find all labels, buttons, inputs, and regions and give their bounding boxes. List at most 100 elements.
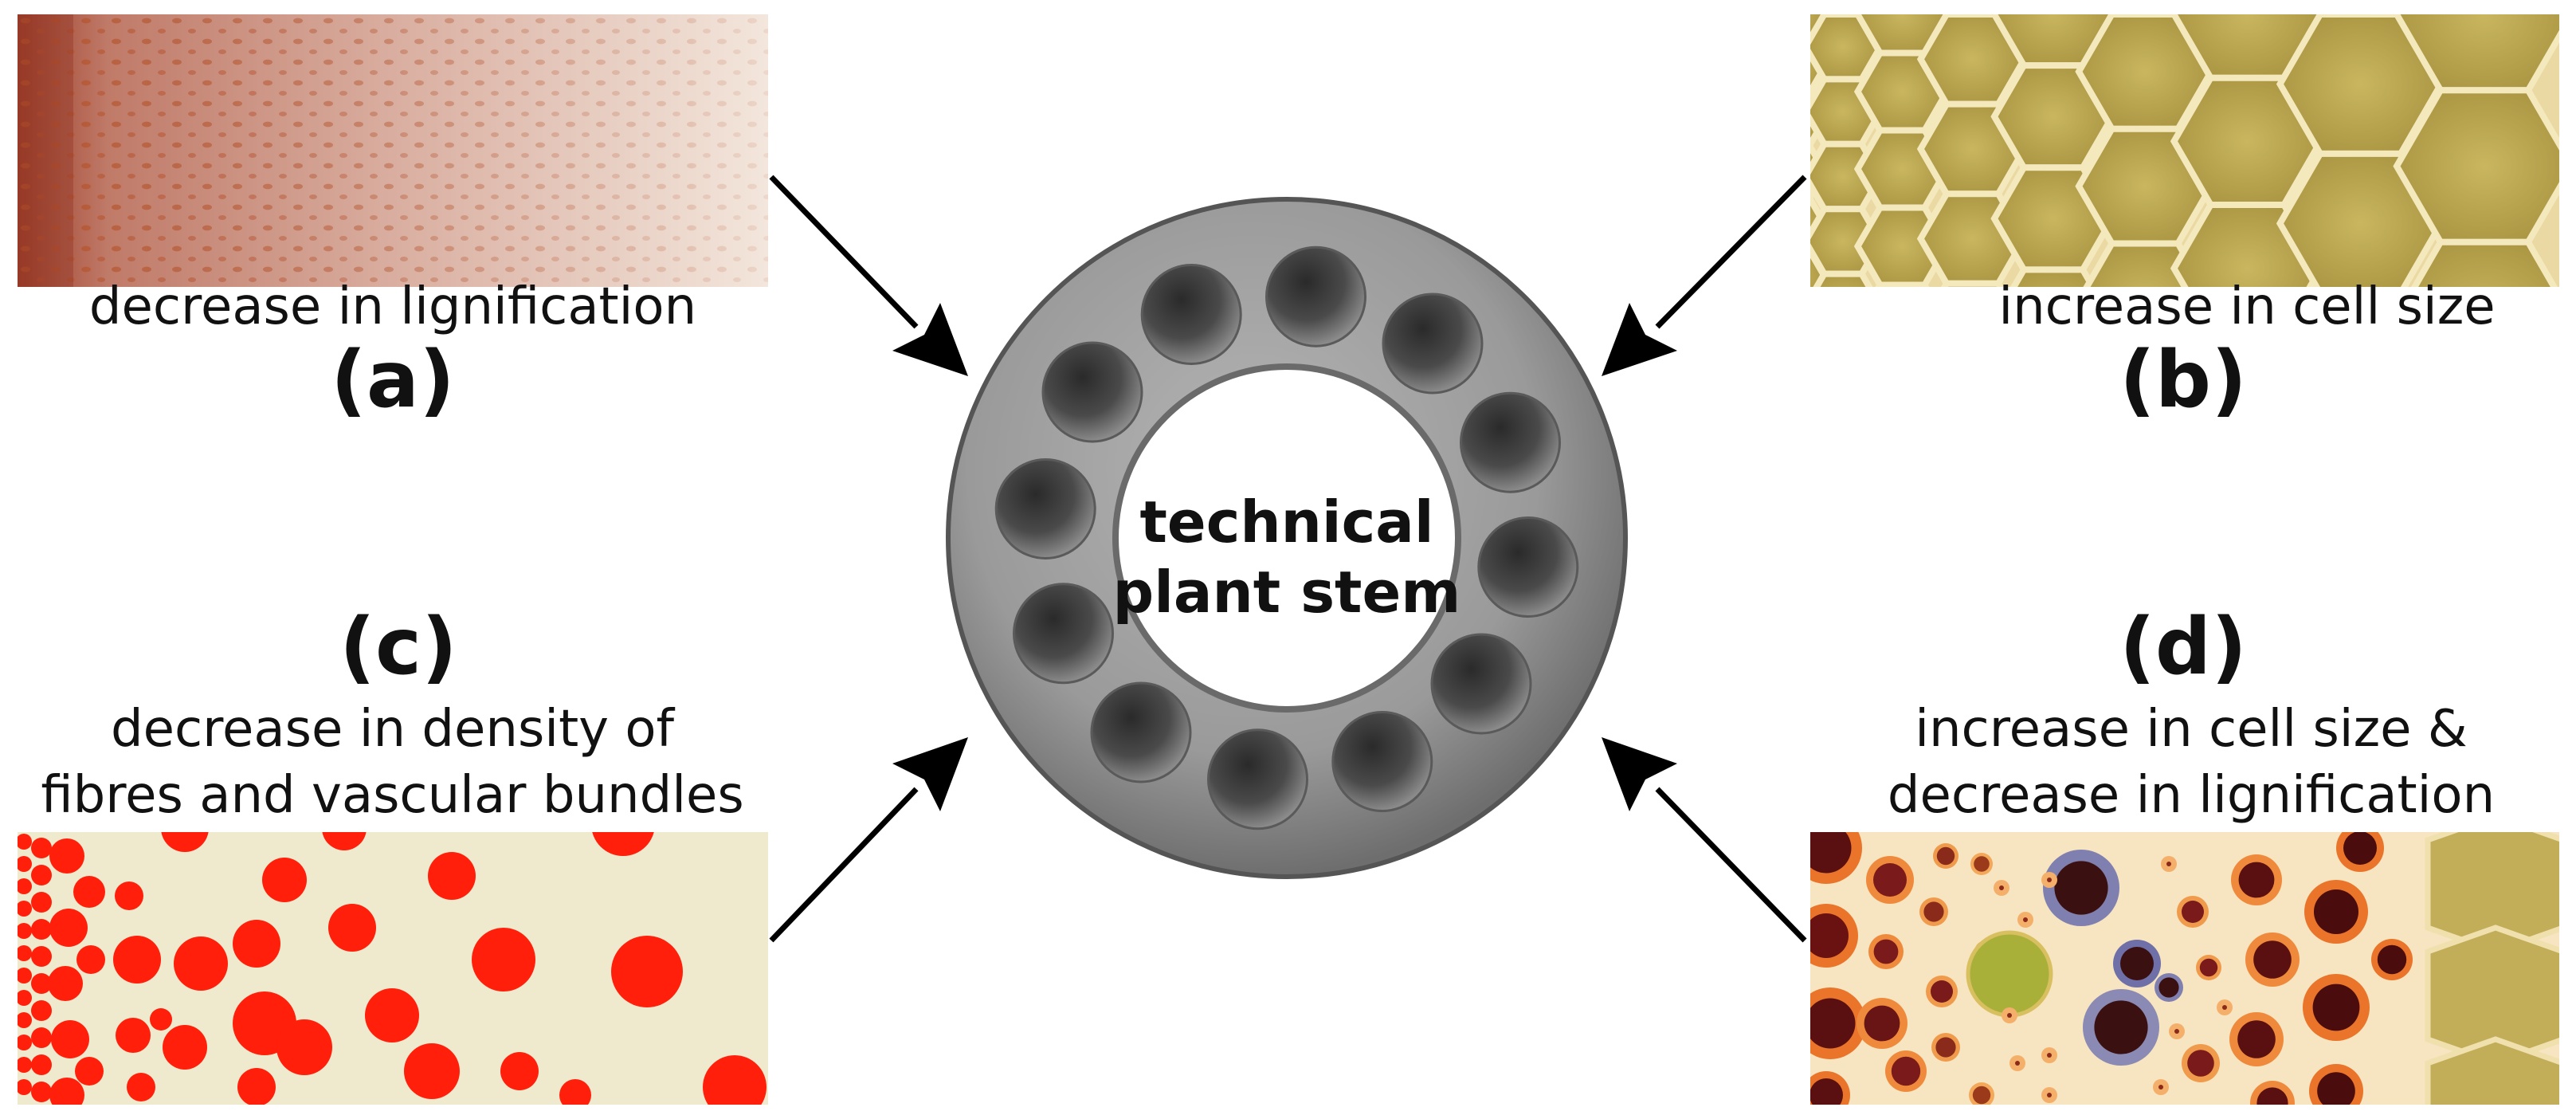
bundle-dot bbox=[73, 876, 105, 908]
bundle-dot bbox=[428, 852, 476, 900]
arrow-c bbox=[769, 787, 919, 943]
bundle-dot bbox=[150, 1008, 172, 1031]
cell-lumen bbox=[1873, 863, 1907, 897]
bundle-dot bbox=[18, 856, 32, 872]
bundle-dot bbox=[31, 946, 52, 967]
panel-b-tag: (b) bbox=[2119, 335, 2247, 426]
stem-hole bbox=[1207, 728, 1308, 830]
honeycomb-cell bbox=[2410, 238, 2558, 287]
bundle-dot bbox=[75, 1057, 104, 1086]
vascular-bundle-dots bbox=[18, 832, 767, 1105]
bundle-dot bbox=[276, 1019, 332, 1075]
arrow-d bbox=[1655, 787, 1807, 943]
bundle-dot bbox=[31, 973, 52, 994]
bundle-dot bbox=[116, 1018, 151, 1053]
panel-b-image bbox=[1810, 14, 2559, 287]
bundle-dot bbox=[31, 865, 52, 885]
panel-c-image bbox=[18, 832, 768, 1105]
small-cell-lumen bbox=[2047, 878, 2052, 882]
honeycomb-cell bbox=[2083, 240, 2207, 287]
cell-lumen bbox=[2256, 1087, 2288, 1105]
cell-lumen bbox=[2377, 944, 2407, 975]
panel-d-caption-line2: decrease in lignification bbox=[1887, 766, 2496, 825]
cell-lumen bbox=[2314, 889, 2358, 934]
stem-hole bbox=[1140, 264, 1242, 365]
bundle-dot bbox=[18, 945, 32, 961]
stem-hole bbox=[1013, 583, 1114, 685]
bundle-dot bbox=[18, 878, 32, 894]
bundle-dot bbox=[592, 832, 654, 856]
honeycomb-cell bbox=[1813, 270, 1873, 287]
stem-hole bbox=[1041, 341, 1143, 443]
arrow-a bbox=[769, 175, 919, 329]
bundle-dot bbox=[31, 892, 52, 913]
bundle-dot bbox=[48, 966, 83, 1001]
cell-lumen bbox=[2158, 977, 2179, 998]
bundle-dot bbox=[127, 1073, 155, 1101]
panel-c-caption-line1: decrease in density of bbox=[110, 700, 675, 759]
small-cell-lumen bbox=[2158, 1085, 2163, 1090]
honeycomb-cell bbox=[1940, 280, 2005, 287]
bundle-dot bbox=[18, 968, 32, 984]
bundle-dot bbox=[31, 1082, 52, 1102]
panel-d-image bbox=[1810, 832, 2559, 1105]
bundle-dot bbox=[31, 919, 52, 940]
bundle-dot bbox=[18, 901, 32, 917]
panel-c-caption-line2: fibres and vascular bundles bbox=[41, 766, 744, 825]
cell-lumen bbox=[2094, 1000, 2148, 1054]
panel-c-tag: (c) bbox=[339, 602, 457, 693]
bundle-dot bbox=[18, 990, 32, 1006]
cell-lumen bbox=[2343, 832, 2377, 865]
bundle-dot bbox=[49, 1078, 84, 1105]
cell-lumen bbox=[1931, 980, 1953, 1003]
cell-lumen bbox=[1974, 856, 1990, 872]
stem-hole bbox=[1090, 681, 1192, 783]
cell-lumen bbox=[2317, 1072, 2355, 1105]
bundle-dot bbox=[500, 1052, 539, 1090]
bundle-dot bbox=[365, 988, 419, 1042]
panel-a-tag: (a) bbox=[331, 335, 455, 426]
panel-a-caption: decrease in lignification bbox=[88, 277, 697, 336]
bundle-dot bbox=[18, 1035, 32, 1050]
arrow-b bbox=[1655, 175, 1807, 329]
cell-lumen bbox=[1810, 998, 1856, 1049]
bundle-dot bbox=[472, 928, 535, 991]
cell-lumen bbox=[2054, 861, 2108, 915]
panel-d-tag: (d) bbox=[2119, 602, 2247, 693]
green-cell bbox=[1966, 930, 2053, 1018]
bundle-dot bbox=[31, 1000, 52, 1021]
small-cell-lumen bbox=[2222, 1005, 2227, 1010]
cell-lumen bbox=[1935, 1037, 1956, 1058]
panel-b-caption: increase in cell size bbox=[1998, 277, 2496, 336]
bundle-dot bbox=[31, 1027, 52, 1048]
cell-lumen bbox=[2187, 1050, 2214, 1077]
cell-lumen bbox=[1936, 846, 1955, 866]
center-label-line2: plant stem bbox=[1112, 559, 1461, 626]
cell-lumen bbox=[2237, 1020, 2276, 1058]
cell-lumen bbox=[2312, 984, 2360, 1031]
cell-lumen bbox=[1810, 913, 1849, 958]
bundle-dot bbox=[115, 881, 143, 910]
bundle-dot bbox=[322, 832, 367, 850]
bundle-dot bbox=[611, 936, 683, 1007]
bundle-dot bbox=[233, 920, 280, 968]
small-cell-lumen bbox=[2047, 1093, 2052, 1097]
cell-lumen bbox=[2238, 862, 2275, 898]
cell-lumen bbox=[1810, 832, 1852, 874]
bundle-dot bbox=[49, 838, 84, 874]
bundle-dot bbox=[703, 1055, 767, 1105]
vascular-holes bbox=[994, 245, 1579, 830]
bundle-dot bbox=[76, 945, 105, 974]
cell-lumen bbox=[1810, 1078, 1843, 1105]
small-cell-lumen bbox=[2174, 1029, 2179, 1034]
stem-hole bbox=[1382, 293, 1484, 395]
cell-lumen bbox=[2253, 940, 2292, 979]
cell-lumen bbox=[1891, 1056, 1921, 1086]
stem-hole bbox=[1265, 245, 1366, 347]
bundle-dot bbox=[18, 923, 32, 939]
stem-hole bbox=[1477, 516, 1579, 618]
bundle-dot bbox=[113, 936, 161, 984]
cell-lumen bbox=[2182, 901, 2204, 923]
honeycomb-cell bbox=[2009, 266, 2097, 287]
cell-lumen bbox=[2120, 947, 2154, 980]
